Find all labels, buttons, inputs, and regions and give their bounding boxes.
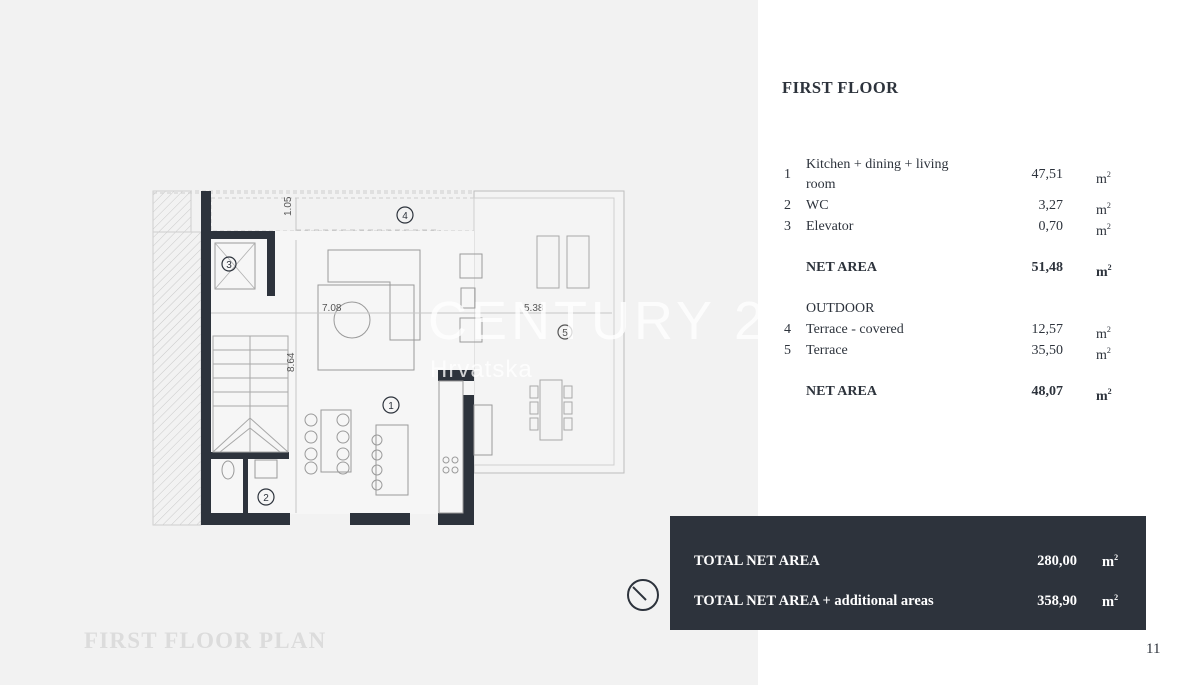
total-net-area-label: TOTAL NET AREA	[694, 553, 820, 569]
total-plus-unit: m2	[1102, 593, 1119, 610]
room-row: 2 WC 3,27 m2	[778, 196, 1123, 218]
room-name: Elevator	[806, 219, 854, 234]
room-row: 1 Kitchen + dining + living room 47,51 m…	[778, 155, 1123, 196]
floor-plan-drawing: 1.05 7.08 5.38 8.64 1 2 3 4 5	[152, 190, 625, 526]
area-unit: m2	[1096, 325, 1111, 342]
room-area: 12,57	[1031, 322, 1064, 337]
section-title: FIRST FLOOR	[782, 78, 899, 97]
room-marker-label: 3	[226, 260, 232, 271]
room-name: Terrace	[806, 343, 848, 358]
room-area: 0,70	[1038, 219, 1064, 234]
terrace-outline	[473, 190, 625, 474]
page-number: 11	[1146, 641, 1161, 657]
total-net-area-value: 280,00	[1037, 553, 1077, 569]
room-marker: 4	[396, 206, 414, 224]
room-row: 3 Elevator 0,70 m2	[778, 217, 1123, 239]
staircase	[212, 335, 289, 453]
room-area-table: 1 Kitchen + dining + living room 47,51 m…	[778, 155, 1123, 404]
total-net-area-unit: m2	[1102, 553, 1119, 570]
total-plus-label: TOTAL NET AREA + additional areas	[694, 593, 934, 609]
room-marker: 5	[557, 324, 573, 340]
outdoor-heading-row: OUTDOOR	[778, 299, 1123, 320]
walls	[201, 191, 474, 525]
room-name: Terrace - covered	[806, 322, 904, 337]
dimension-label: 7.08	[322, 303, 342, 314]
totals-box: TOTAL NET AREA 280,00 m2 TOTAL NET AREA …	[670, 516, 1146, 630]
total-plus-value: 358,90	[1037, 593, 1077, 609]
dimension-label: 8.64	[286, 352, 297, 372]
area-unit: m2	[1096, 387, 1112, 404]
room-marker-label: 1	[388, 401, 394, 412]
net-area-value: 51,48	[1031, 260, 1064, 275]
room-number: 4	[784, 322, 791, 337]
elevator-shaft	[214, 242, 256, 290]
covered-terrace	[210, 197, 475, 232]
hatched-wall-strip	[152, 231, 202, 526]
room-marker-label: 5	[562, 328, 568, 339]
north-arrow-icon	[627, 579, 659, 611]
living-furniture	[317, 249, 483, 371]
room-marker: 2	[257, 488, 275, 506]
area-unit: m2	[1096, 222, 1111, 239]
room-number: 2	[784, 198, 791, 213]
room-area: 35,50	[1031, 343, 1064, 358]
net-area-label: NET AREA	[806, 384, 877, 399]
room-marker: 3	[221, 256, 237, 272]
plan-panel: 1.05 7.08 5.38 8.64 1 2 3 4 5 CENTURY 21…	[0, 0, 758, 685]
room-marker-label: 2	[263, 493, 269, 504]
net-area-row: NET AREA 48,07 m2	[778, 382, 1123, 404]
room-name: Kitchen + dining + living room	[806, 157, 949, 192]
dimension-label: 5.38	[524, 303, 544, 314]
area-unit: m2	[1096, 170, 1111, 187]
area-unit: m2	[1096, 263, 1112, 280]
room-number: 5	[784, 343, 791, 358]
dining-furniture	[304, 409, 409, 496]
room-row: 4 Terrace - covered 12,57 m2	[778, 320, 1123, 342]
room-number: 1	[784, 167, 791, 182]
dimension-label: 1.05	[283, 196, 294, 216]
room-number: 3	[784, 219, 791, 234]
area-unit: m2	[1096, 346, 1111, 363]
net-area-label: NET AREA	[806, 260, 877, 275]
room-area: 3,27	[1038, 198, 1064, 213]
net-area-value: 48,07	[1031, 384, 1064, 399]
hatched-wall-top	[152, 190, 192, 233]
room-row: 5 Terrace 35,50 m2	[778, 341, 1123, 363]
room-marker-label: 4	[402, 211, 408, 222]
room-marker: 1	[382, 396, 400, 414]
plan-title: FIRST FLOOR PLAN	[84, 628, 327, 653]
net-area-row: NET AREA 51,48 m2	[778, 258, 1123, 280]
room-name: WC	[806, 198, 829, 213]
kitchen-counter	[438, 380, 493, 514]
outdoor-heading: OUTDOOR	[806, 301, 875, 316]
area-unit: m2	[1096, 201, 1111, 218]
pergola-outline	[295, 229, 441, 373]
terrace-furniture	[529, 235, 590, 441]
room-area: 47,51	[1031, 167, 1064, 182]
